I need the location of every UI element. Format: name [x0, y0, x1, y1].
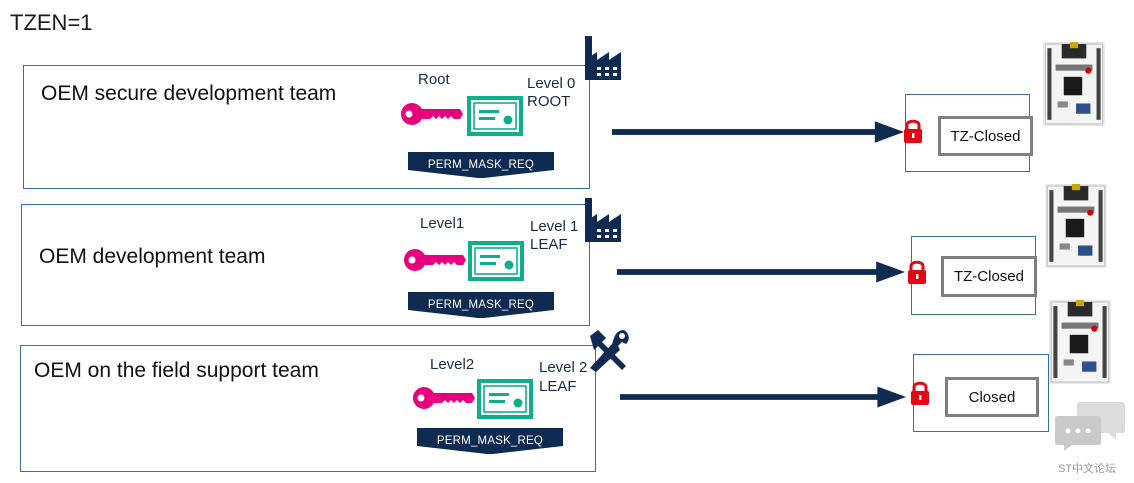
level-label: Level 2 [539, 359, 588, 376]
board-icon [1044, 184, 1108, 268]
certificate-icon [467, 96, 523, 136]
lock-icon [906, 259, 928, 285]
key-label: Root [418, 71, 450, 88]
state-box: Closed [945, 377, 1039, 417]
key-icon [403, 246, 467, 274]
perm-mask-banner: PERM_MASK_REQ [408, 152, 554, 178]
team-title: OEM development team [39, 245, 266, 268]
state-box: TZ-Closed [938, 116, 1033, 156]
board-icon [1042, 42, 1106, 126]
role-label: ROOT [527, 93, 571, 110]
perm-mask-banner: PERM_MASK_REQ [417, 428, 563, 454]
key-icon [400, 100, 464, 128]
lock-icon [909, 380, 931, 406]
team-box-development: OEM development team Level1 Level 1 LEAF… [21, 204, 590, 326]
key-label: Level2 [430, 356, 475, 373]
state-box: TZ-Closed [941, 256, 1037, 297]
level-label: Level 1 [530, 218, 579, 235]
factory-icon [583, 196, 627, 244]
team-box-field-support: OEM on the field support team Level2 Lev… [20, 345, 596, 472]
arrow-icon [620, 385, 906, 409]
tools-icon [584, 326, 632, 374]
chat-icon [1054, 400, 1126, 452]
arrow-icon [612, 120, 904, 144]
watermark-text: ST中文论坛 [1058, 463, 1117, 475]
role-label: LEAF [530, 236, 568, 253]
key-label: Level1 [420, 215, 465, 232]
factory-icon [583, 34, 627, 82]
lock-icon [902, 118, 924, 144]
team-title: OEM on the field support team [34, 359, 319, 382]
team-title: OEM secure development team [41, 82, 337, 105]
certificate-icon [468, 241, 524, 281]
level-label: Level 0 [527, 75, 576, 92]
team-box-secure: OEM secure development team Root Level 0… [23, 65, 590, 189]
arrow-icon [617, 260, 905, 284]
key-icon [412, 384, 476, 412]
perm-mask-banner: PERM_MASK_REQ [408, 292, 554, 318]
board-icon [1048, 300, 1112, 384]
page-title: TZEN=1 [10, 10, 93, 35]
role-label: LEAF [539, 378, 577, 395]
certificate-icon [477, 379, 533, 419]
